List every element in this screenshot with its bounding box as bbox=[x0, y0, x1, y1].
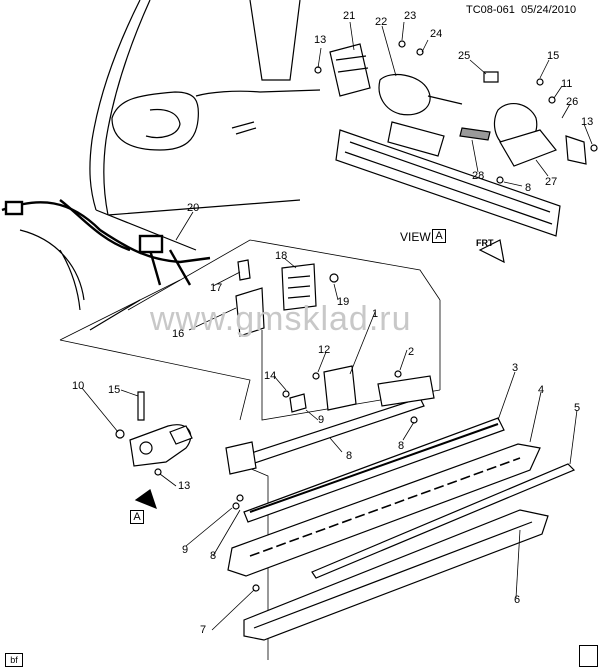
callout-20: 20 bbox=[187, 202, 200, 214]
corner-tag: bf bbox=[5, 653, 23, 667]
callout-14: 13 bbox=[178, 480, 191, 492]
running-board-6 bbox=[243, 509, 549, 641]
vehicle-body-outline bbox=[19, 0, 321, 331]
callout-11: 9 bbox=[318, 414, 325, 426]
callout-1: 1 bbox=[372, 308, 379, 320]
running-board-3 bbox=[243, 417, 505, 523]
diagram-code-and-date: TC08-061 05/24/2010 bbox=[466, 4, 576, 16]
upper-motor-assembly bbox=[329, 43, 587, 167]
callout-13-right: 13 bbox=[581, 116, 594, 128]
upper-running-board-rail bbox=[335, 121, 561, 237]
callout-23: 23 bbox=[404, 10, 417, 22]
callout-18: 18 bbox=[275, 250, 288, 262]
callout-3: 3 bbox=[512, 362, 519, 374]
diagram-date: 05/24/2010 bbox=[521, 4, 577, 16]
wiring-harness bbox=[1, 199, 211, 286]
running-board-4 bbox=[227, 443, 541, 577]
center-bracket-parts bbox=[235, 259, 339, 337]
callout-28: 28 bbox=[472, 170, 485, 182]
diagram-code: TC08-061 bbox=[466, 4, 515, 16]
callout-24: 24 bbox=[430, 28, 443, 40]
publisher-logo-icon bbox=[579, 645, 598, 667]
callout-15: 15 bbox=[547, 50, 560, 62]
callout-26: 26 bbox=[566, 96, 579, 108]
callout-8-lower: 8 bbox=[210, 550, 217, 562]
callout-leader-lines bbox=[81, 21, 593, 631]
running-board-5 bbox=[311, 463, 576, 579]
mounting-rail bbox=[225, 365, 435, 475]
callout-15-left: 15 bbox=[108, 384, 121, 396]
callout-5: 5 bbox=[574, 402, 581, 414]
view-letter-box: A bbox=[432, 229, 446, 243]
callout-6: 6 bbox=[514, 594, 521, 606]
callout-8-center: 8 bbox=[398, 440, 405, 452]
callout-13: 13 bbox=[314, 34, 327, 46]
watermark: www.gmsklad.ru bbox=[150, 300, 412, 338]
view-a-marker: A bbox=[130, 510, 144, 524]
callout-12: 11 bbox=[561, 78, 573, 90]
callout-2: 2 bbox=[408, 346, 415, 358]
callout-17: 17 bbox=[210, 282, 223, 294]
callout-12-left: 10 bbox=[72, 380, 85, 392]
front-direction-label: FRT bbox=[476, 238, 494, 248]
callout-16: 16 bbox=[172, 328, 185, 340]
callout-4: 4 bbox=[538, 384, 545, 396]
callout-22: 22 bbox=[375, 16, 388, 28]
fasteners bbox=[154, 40, 598, 592]
view-a-arrow bbox=[134, 239, 505, 510]
lower-left-motor-assembly bbox=[115, 391, 193, 467]
callout-19: 19 bbox=[337, 296, 350, 308]
callout-25: 25 bbox=[458, 50, 471, 62]
callout-10: 8 bbox=[346, 450, 353, 462]
view-label: VIEW bbox=[400, 230, 431, 244]
callout-12-center: 12 bbox=[318, 344, 331, 356]
callout-8-upper: 8 bbox=[525, 182, 532, 194]
callout-27: 27 bbox=[545, 176, 558, 188]
callout-13-center: 14 bbox=[264, 370, 277, 382]
callout-9: 9 bbox=[182, 544, 189, 556]
callout-7: 7 bbox=[200, 624, 207, 636]
callout-21: 21 bbox=[343, 10, 356, 22]
